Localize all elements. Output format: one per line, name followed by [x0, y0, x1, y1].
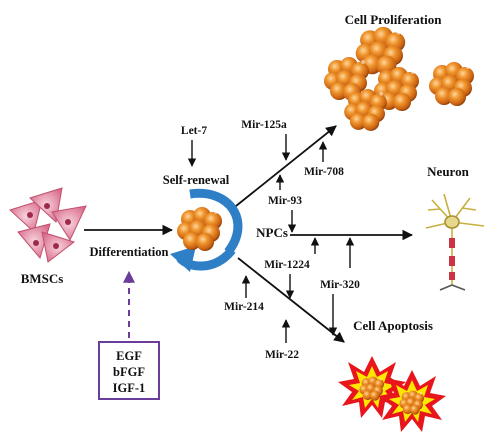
- bmsc-cells-image: [9, 187, 87, 263]
- factor-egf: EGF: [116, 349, 142, 363]
- self-renewal-arrowhead: [170, 246, 196, 272]
- npc-to-apoptosis-arrow: [237, 257, 345, 343]
- factor-bfgf: bFGF: [113, 365, 145, 379]
- mir708-label: Mir-708: [304, 166, 344, 178]
- apoptotic-cells-image: [338, 356, 446, 432]
- mir93-label: Mir-93: [268, 195, 302, 207]
- neuron-label: Neuron: [427, 164, 469, 179]
- let7-label: Let-7: [181, 125, 207, 137]
- neuron-image: [425, 193, 485, 291]
- cell-apoptosis-label: Cell Apoptosis: [353, 318, 433, 333]
- mir125a-label: Mir-125a: [241, 119, 287, 131]
- mir1224-label: Mir-1224: [264, 259, 310, 271]
- mir320-label: Mir-320: [320, 279, 360, 291]
- cell-proliferation-label: Cell Proliferation: [345, 12, 443, 27]
- mir22-label: Mir-22: [265, 349, 299, 361]
- npc-cluster-image: [177, 207, 222, 251]
- bmscs-label: BMSCs: [21, 271, 64, 286]
- self-renewal-loop-top: [189, 188, 243, 255]
- differentiation-label: Differentiation: [90, 245, 169, 259]
- proliferating-cells-image: [324, 26, 474, 131]
- npcs-label: NPCs: [256, 225, 288, 240]
- mir214-label: Mir-214: [224, 301, 264, 313]
- factor-igf1: IGF-1: [113, 381, 146, 395]
- self-renewal-label: Self-renewal: [163, 173, 230, 187]
- growth-factor-box: [98, 341, 160, 400]
- npc-to-proliferation-arrow: [235, 125, 337, 207]
